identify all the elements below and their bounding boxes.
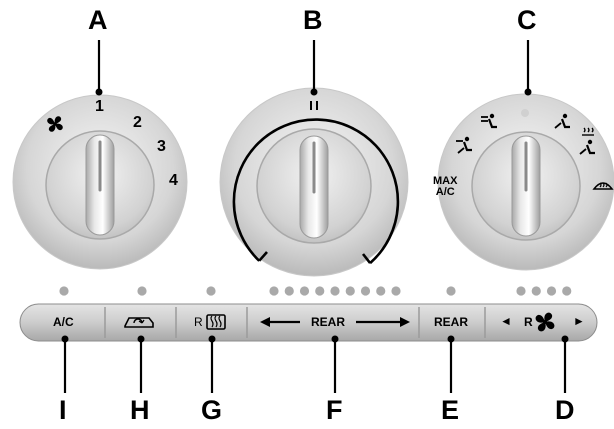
callout-f: F <box>326 395 343 425</box>
rear-fan-indicator-2 <box>531 286 541 296</box>
rear-defrost-icon <box>206 314 226 330</box>
rear-temperature-indicator-9 <box>391 286 401 296</box>
rear-defrost-button[interactable] <box>177 305 246 340</box>
panel-floor-vent-icon <box>456 136 472 154</box>
rear-fan-indicator-4 <box>562 286 572 296</box>
rear-temperature-indicator-3 <box>299 286 310 296</box>
callout-line-h <box>137 335 145 393</box>
rear-temperature-indicator-4 <box>315 286 325 296</box>
top-tick-mark <box>310 101 318 110</box>
rear-temperature-indicator-1 <box>269 286 279 296</box>
callout-line-d <box>561 335 569 393</box>
rear-fan-indicator-1 <box>516 286 526 296</box>
ac-indicator-1 <box>59 286 69 296</box>
callout-line-b <box>310 40 318 96</box>
rear-temperature-indicator-7 <box>360 286 371 296</box>
rear-temperature-label: REAR <box>311 315 346 329</box>
rear-temperature-indicator-5 <box>330 286 340 296</box>
panel-vent-icon <box>481 113 497 129</box>
callout-e: E <box>441 395 460 425</box>
fan-speed-2: 2 <box>133 114 142 131</box>
callout-a: A <box>88 5 108 35</box>
callout-c: C <box>517 5 537 35</box>
callout-b: B <box>303 5 323 35</box>
fan-speed-dial[interactable] <box>12 94 188 270</box>
rear-indicator-1 <box>446 286 456 296</box>
callout-line-i <box>61 335 69 393</box>
button-bar <box>19 303 598 342</box>
floor-defrost-icon <box>579 127 595 155</box>
fan-speed-3: 3 <box>157 138 166 155</box>
floor-vent-icon <box>554 113 570 129</box>
temperature-arc-end-right <box>361 253 372 264</box>
rear-fan-icon <box>535 312 555 332</box>
rear-fan-decrease-arrow[interactable]: ◄ <box>500 314 512 328</box>
rear-temperature-indicator-8 <box>376 286 386 296</box>
rear-fan-indicator-3 <box>546 286 557 296</box>
fan-speed-4: 4 <box>169 172 178 189</box>
max-ac-label: MAX A/C <box>433 176 457 198</box>
rear-defrost-prefix: R <box>194 315 203 329</box>
ac-button-label: A/C <box>53 315 74 329</box>
max-ac-line1: MAX <box>433 175 458 187</box>
callout-lines <box>61 40 569 393</box>
recirculation-icon <box>124 317 154 328</box>
callout-line-g <box>208 335 216 393</box>
defrost-icon <box>592 182 614 190</box>
callout-i: I <box>59 395 67 425</box>
temperature-arc <box>232 118 400 265</box>
recirculation-indicator-1 <box>137 286 147 296</box>
callout-g: G <box>201 395 223 425</box>
indicator-lights <box>59 286 572 296</box>
rear-fan-prefix: R <box>524 315 533 329</box>
callout-line-f <box>331 335 339 393</box>
mode-position-dot <box>521 109 529 117</box>
fan-icon <box>47 116 63 132</box>
callout-line-a <box>95 40 103 96</box>
max-ac-line2: A/C <box>435 186 455 198</box>
fan-speed-1: 1 <box>95 98 104 115</box>
airflow-mode-dial[interactable] <box>437 93 614 271</box>
rear-defrost-indicator-1 <box>206 286 216 296</box>
rear-fan-increase-arrow[interactable]: ► <box>573 314 585 328</box>
temperature-arc-end-left <box>258 251 268 262</box>
callout-line-c <box>524 40 532 96</box>
callout-h: H <box>130 395 150 425</box>
temperature-dial[interactable] <box>219 87 409 277</box>
rear-temperature-indicator-6 <box>345 286 355 296</box>
rear-button-label: REAR <box>434 315 469 329</box>
callout-d: D <box>555 395 575 425</box>
rear-temperature-indicator-2 <box>284 286 294 296</box>
left-right-arrow-icon <box>260 317 410 327</box>
callout-line-e <box>447 335 455 393</box>
